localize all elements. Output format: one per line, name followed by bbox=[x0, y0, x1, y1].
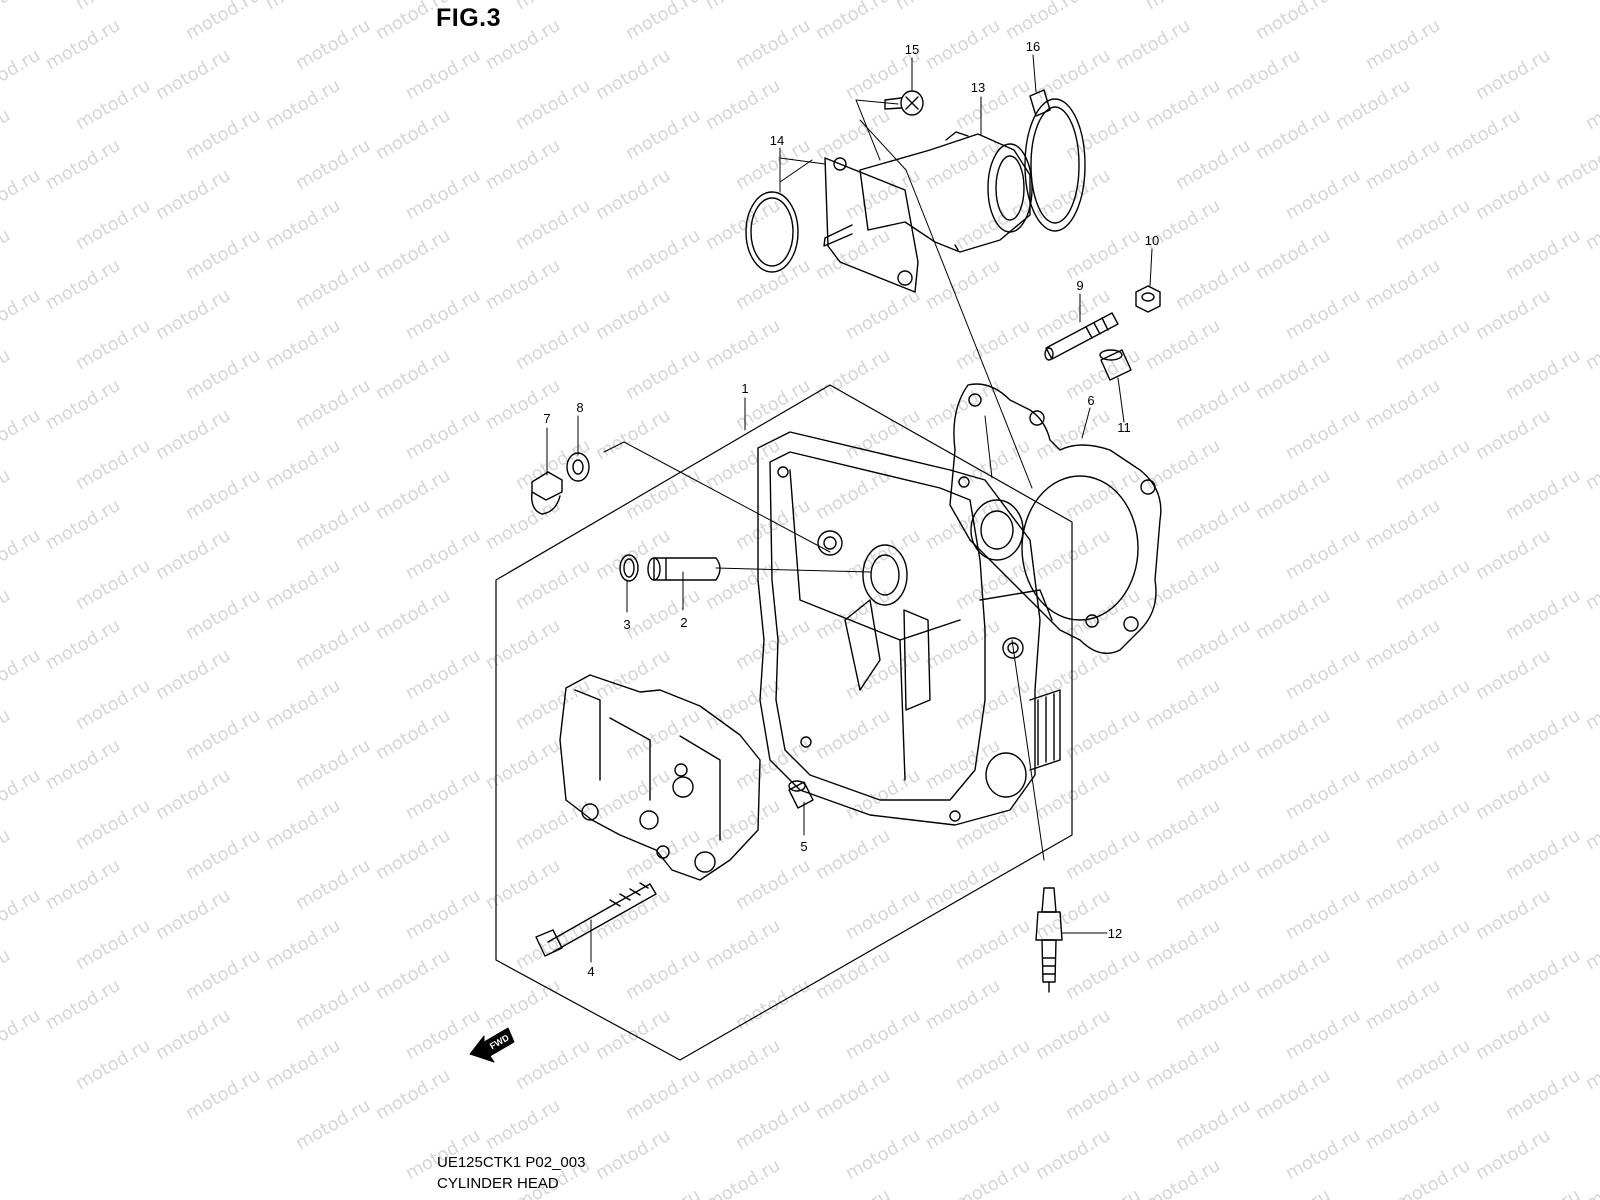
callout-12: 12 bbox=[1108, 926, 1122, 941]
stud-bolt-part bbox=[535, 882, 657, 957]
o-ring-part bbox=[745, 191, 799, 273]
hose-clamp-part bbox=[1024, 89, 1086, 232]
figure-title: FIG.3 bbox=[436, 4, 502, 32]
callout-7: 7 bbox=[543, 411, 550, 426]
dowel-part-11 bbox=[1099, 349, 1132, 381]
washer-part bbox=[566, 452, 590, 482]
callout-16: 16 bbox=[1026, 39, 1040, 54]
camshaft-holder-part bbox=[559, 674, 761, 881]
callout-4: 4 bbox=[587, 964, 594, 979]
intake-pipe-part bbox=[823, 131, 1033, 293]
camshaft-pin-part bbox=[647, 557, 721, 581]
callout-2: 2 bbox=[680, 615, 687, 630]
callout-leaders bbox=[546, 54, 1153, 963]
callout-labels: 1 2 3 4 5 6 7 8 9 10 11 12 13 14 15 16 bbox=[543, 39, 1159, 979]
callout-10: 10 bbox=[1145, 233, 1159, 248]
diagram-code: UE125CTK1 P02_003 bbox=[437, 1154, 586, 1171]
cylinder-head-part bbox=[757, 431, 1061, 826]
fwd-arrow-icon: FWD bbox=[469, 1027, 515, 1063]
callout-3: 3 bbox=[623, 617, 630, 632]
callout-6: 6 bbox=[1087, 393, 1094, 408]
callout-9: 9 bbox=[1076, 278, 1083, 293]
callout-15: 15 bbox=[905, 42, 919, 57]
head-gasket-part bbox=[949, 383, 1162, 654]
callout-8: 8 bbox=[576, 400, 583, 415]
dowel-part-5 bbox=[788, 780, 814, 809]
callout-5: 5 bbox=[800, 839, 807, 854]
nut-part-10 bbox=[1135, 285, 1161, 313]
cap-nut-part bbox=[531, 471, 563, 515]
callout-1: 1 bbox=[741, 381, 748, 396]
callout-14: 14 bbox=[770, 133, 784, 148]
spark-plug-part bbox=[1035, 887, 1063, 993]
circlip-part bbox=[619, 554, 639, 582]
assembly-frame bbox=[495, 384, 1073, 1061]
diagram-name: CYLINDER HEAD bbox=[437, 1175, 559, 1192]
stud-part-9 bbox=[1044, 312, 1119, 361]
alignment-lines bbox=[603, 119, 1045, 861]
callout-13: 13 bbox=[971, 80, 985, 95]
callout-11: 11 bbox=[1117, 420, 1131, 435]
